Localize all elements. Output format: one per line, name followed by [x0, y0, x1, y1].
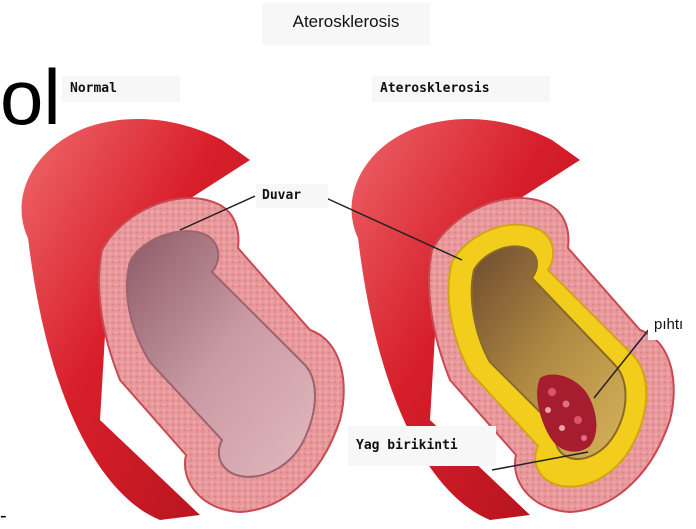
edge-text-fragment-top: ol: [0, 52, 61, 142]
label-atherosclerosis: Aterosklerosis: [372, 76, 550, 102]
label-normal: Normal: [62, 76, 180, 102]
clot-cell: [581, 435, 587, 441]
clot-cell: [545, 407, 551, 413]
clot-cell: [574, 416, 582, 424]
clot-cell: [548, 388, 556, 396]
clot-cell: [563, 401, 570, 408]
edge-text-fragment-bottom: -: [0, 505, 7, 527]
label-fat-deposit: Yag birikinti: [348, 426, 496, 466]
label-wall: Duvar: [256, 184, 328, 208]
diagram-title: Aterosklerosis: [262, 3, 430, 45]
normal-artery: [22, 119, 344, 520]
clot-cell: [559, 425, 565, 431]
label-clot: pıhtı: [648, 310, 683, 340]
